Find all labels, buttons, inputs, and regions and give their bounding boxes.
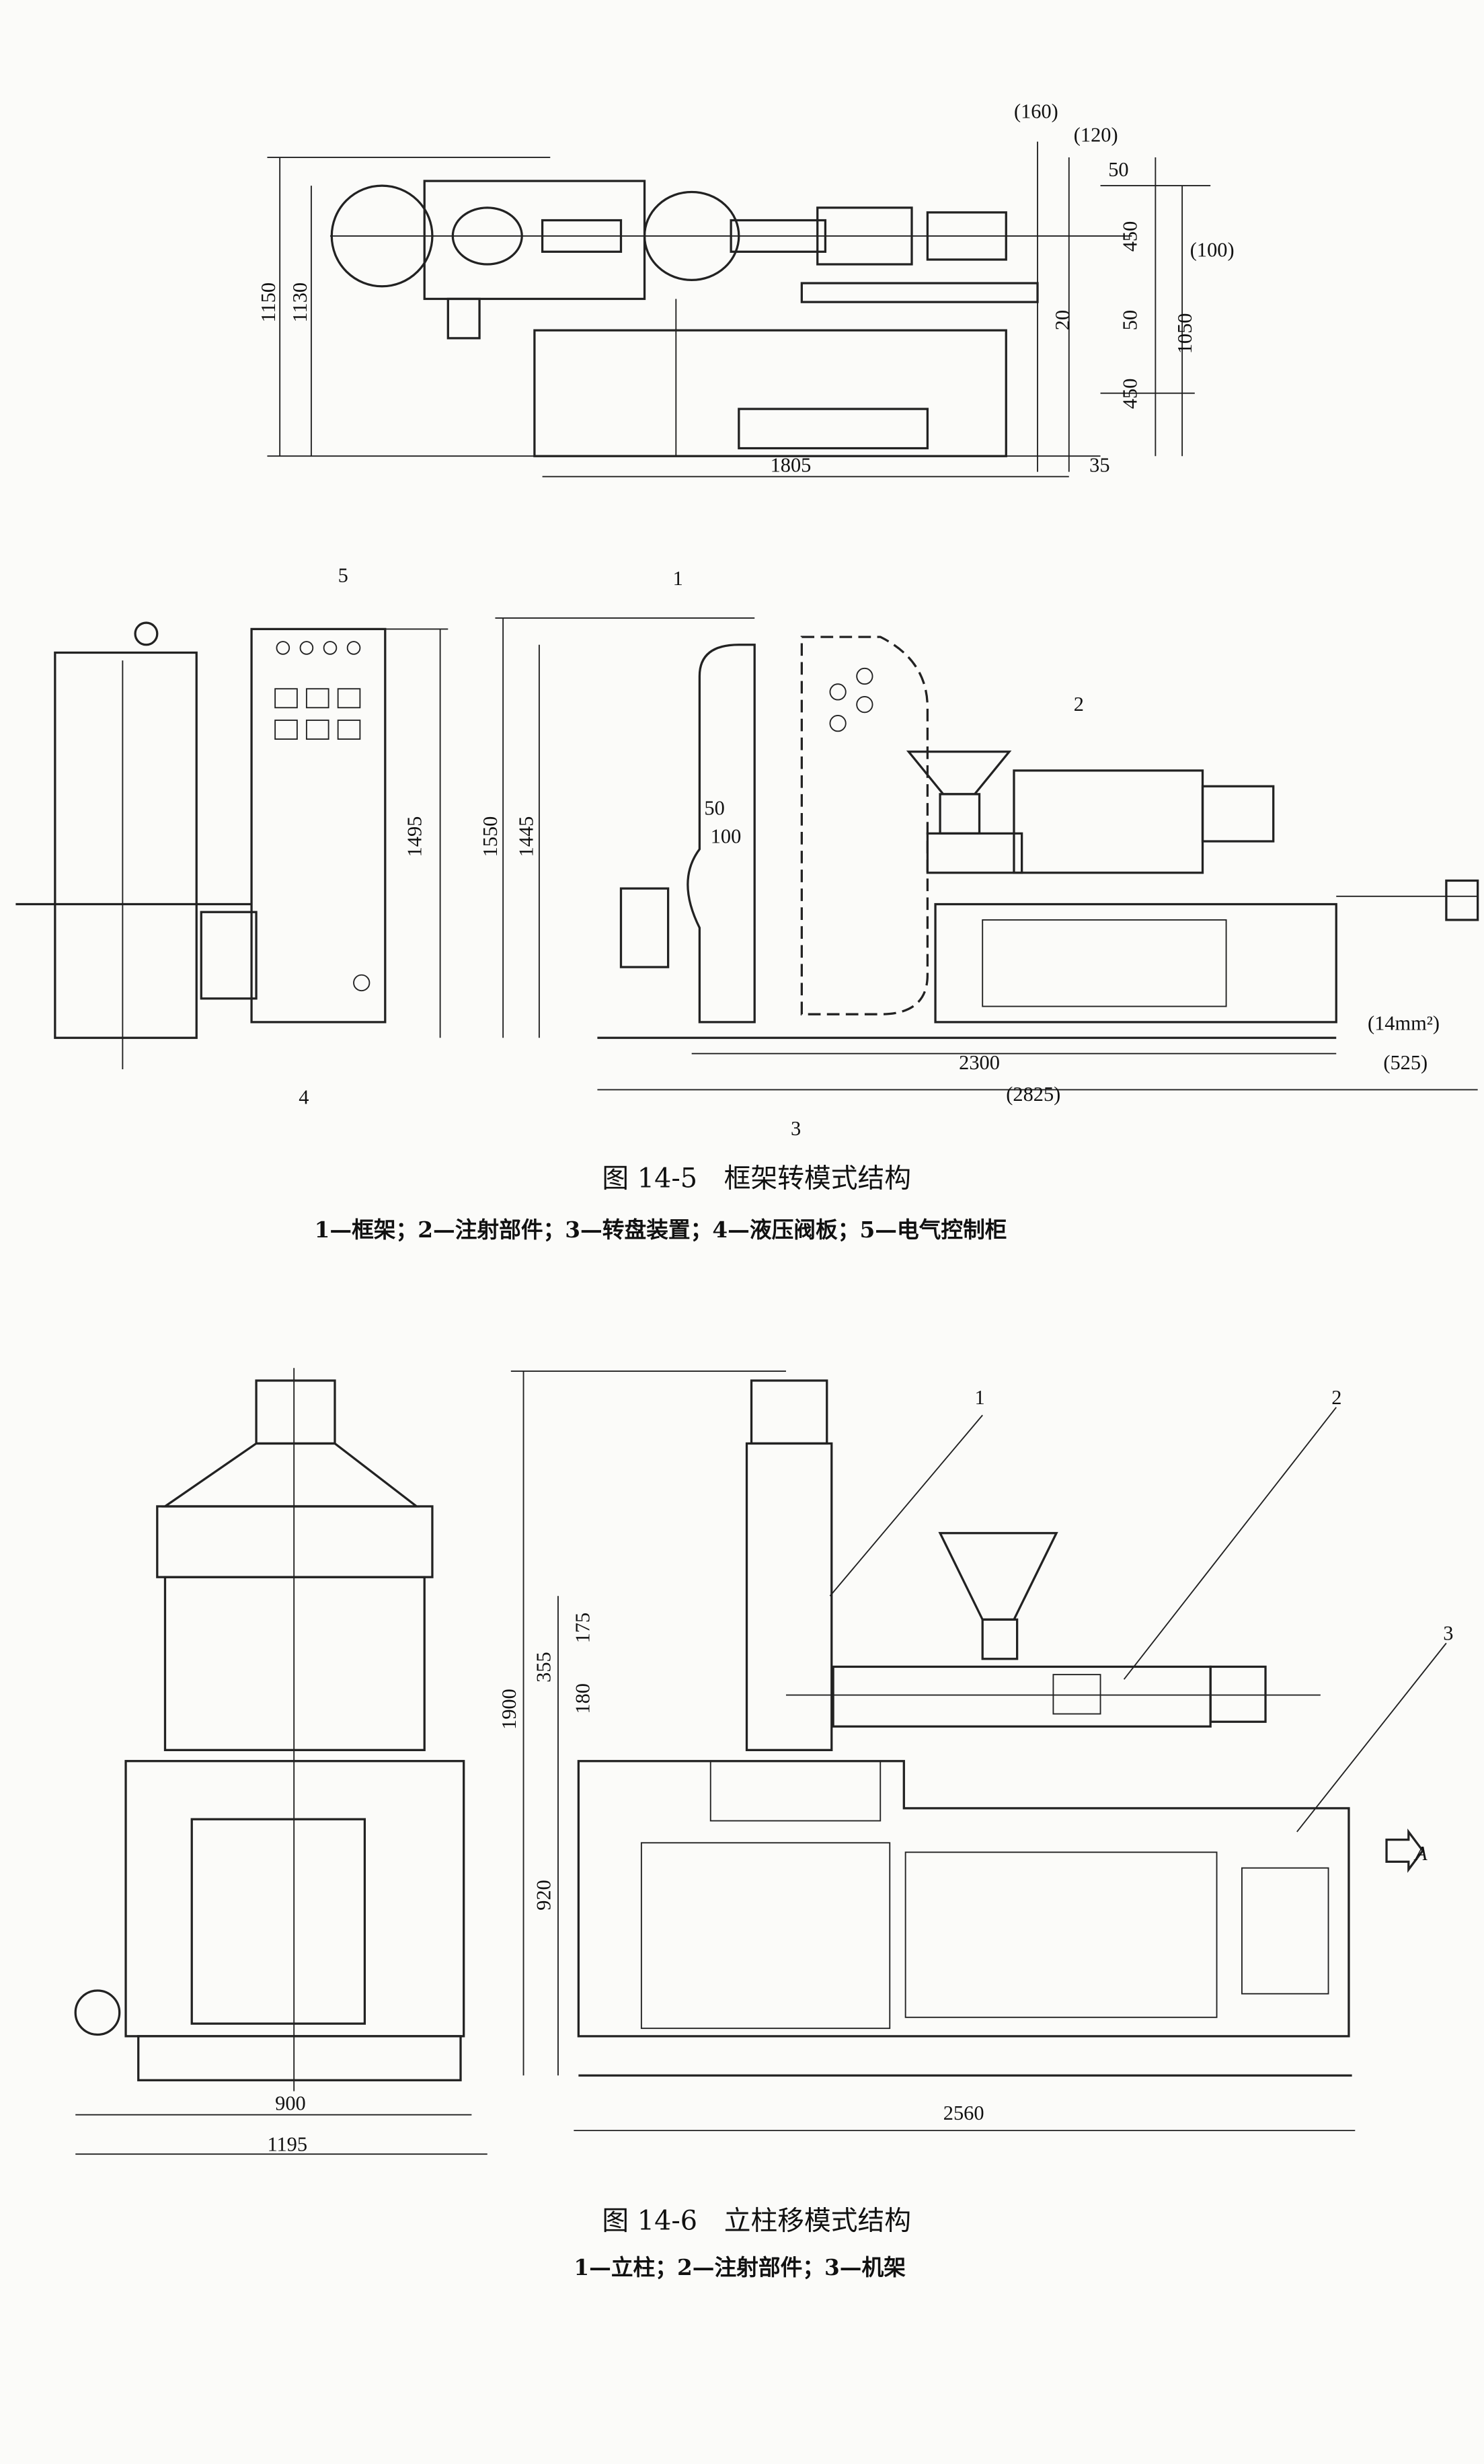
dim-label: (100): [1190, 238, 1235, 261]
fig14-5-side-view-drawing: [15, 621, 448, 1070]
part-number: 1: [673, 567, 683, 590]
dim-label: 1150: [257, 282, 280, 323]
part-number: 3: [791, 1117, 801, 1140]
part-number: 2: [1074, 693, 1084, 716]
dim-label: 2560: [943, 2102, 984, 2124]
dim-label: 1195: [267, 2133, 307, 2156]
dim-label: (120): [1074, 124, 1118, 147]
dim-label: 50: [704, 796, 724, 819]
view-arrow-label: A: [1413, 1842, 1428, 1865]
figure-caption: 图 14-5 框架转模式结构: [602, 1163, 911, 1194]
fig14-5-top-view-drawing: [267, 141, 1211, 477]
dim-label: 355: [532, 1652, 555, 1683]
dim-label: 920: [532, 1880, 555, 1911]
dim-label: 100: [711, 824, 742, 847]
part-number: 4: [299, 1085, 309, 1108]
part-number: 3: [1443, 1622, 1453, 1645]
dim-label: 175: [572, 1613, 594, 1644]
dim-label: 450: [1118, 379, 1141, 410]
dim-label: 1445: [515, 816, 538, 857]
dim-label: 450: [1118, 221, 1141, 252]
dim-label: (14mm²): [1368, 1012, 1440, 1035]
dim-label: 1495: [403, 816, 426, 857]
dim-label: 1900: [498, 1689, 520, 1730]
dim-label: 20: [1051, 310, 1074, 330]
dim-label: (160): [1014, 100, 1058, 123]
dim-label: 900: [275, 2092, 306, 2115]
figure-caption: 图 14-6 立柱移模式结构: [602, 2205, 911, 2236]
dim-label: 1050: [1173, 313, 1196, 354]
dim-label: 50: [1118, 310, 1141, 330]
dim-label: 2300: [959, 1051, 1000, 1074]
dim-label: (525): [1383, 1051, 1428, 1074]
fig14-6-front-view-drawing: [510, 1370, 1447, 2132]
dim-label: 1130: [288, 282, 311, 323]
dim-label: (2825): [1006, 1083, 1060, 1106]
figure-legend: 1—立柱；2—注射部件；3—机架: [574, 2254, 906, 2280]
dim-label: 1805: [771, 454, 812, 477]
part-number: 2: [1331, 1386, 1341, 1409]
figure-legend: 1—框架；2—注射部件；3—转盘装置；4—液压阀板；5—电气控制柜: [315, 1217, 1007, 1243]
dim-label: 50: [1108, 158, 1128, 181]
dim-label: 35: [1089, 454, 1109, 477]
fig14-5-front-view-drawing: [495, 617, 1479, 1091]
dim-label: 1550: [479, 816, 502, 857]
fig14-6-side-view-drawing: [74, 1368, 487, 2155]
dim-label: 180: [572, 1683, 594, 1714]
part-number: 5: [338, 564, 348, 586]
part-number: 1: [975, 1386, 985, 1409]
